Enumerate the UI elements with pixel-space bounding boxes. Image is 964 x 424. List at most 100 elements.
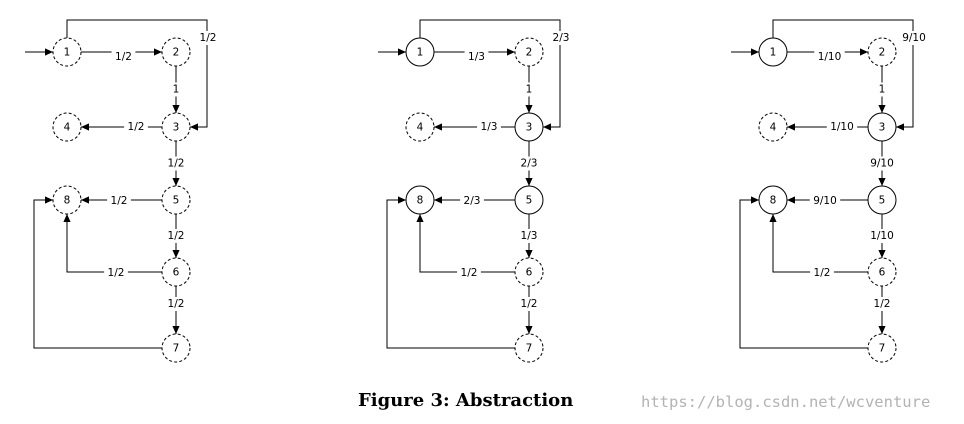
edge-label-2-3: 1 bbox=[173, 84, 180, 96]
edge-1-3 bbox=[772, 19, 914, 131]
edge-label-3-4: 1/10 bbox=[830, 121, 854, 133]
state-node-circle bbox=[52, 37, 82, 67]
state-node-circle bbox=[161, 257, 191, 287]
edge-label-5-6: 1/10 bbox=[870, 230, 894, 242]
state-node-circle bbox=[758, 185, 788, 215]
state-node-label: 2 bbox=[879, 47, 886, 59]
edge-label-background bbox=[457, 266, 481, 280]
state-node-circle bbox=[867, 333, 897, 363]
edge-label-3-4: 1/2 bbox=[128, 121, 145, 133]
state-node-5: 5 bbox=[514, 185, 544, 215]
edge-label-background bbox=[464, 50, 489, 64]
state-node-circle bbox=[867, 37, 897, 67]
state-node-circle bbox=[161, 333, 191, 363]
edge-label-3-5: 2/3 bbox=[521, 158, 538, 170]
edge-label-1-2: 1/3 bbox=[468, 51, 485, 63]
edge-label-6-7: 1/2 bbox=[521, 298, 538, 310]
state-node-circle bbox=[514, 185, 544, 215]
edge-label-background bbox=[164, 156, 188, 171]
edge-label-background bbox=[898, 31, 930, 45]
edge-6-8 bbox=[769, 214, 868, 273]
edge-label-background bbox=[111, 50, 136, 64]
state-node-label: 3 bbox=[173, 122, 180, 134]
edge-label-6-7: 1/2 bbox=[168, 298, 185, 310]
state-node-circle bbox=[867, 112, 897, 142]
state-node-circle bbox=[161, 112, 191, 142]
edge-7-8 bbox=[739, 196, 868, 349]
state-node-circle bbox=[161, 37, 191, 67]
state-node-circle bbox=[405, 112, 435, 142]
edge-label-background bbox=[460, 194, 484, 208]
state-node-label: 5 bbox=[173, 195, 180, 207]
state-node-circle bbox=[52, 185, 82, 215]
state-node-circle bbox=[514, 112, 544, 142]
state-node-circle bbox=[514, 37, 544, 67]
edge-label-6-8: 1/2 bbox=[461, 267, 478, 279]
edge-label-5-6: 1/3 bbox=[521, 230, 538, 242]
edge-label-background bbox=[876, 82, 888, 97]
edge-label-background bbox=[196, 31, 220, 45]
edge-label-background bbox=[549, 31, 573, 45]
state-node-label: 8 bbox=[417, 195, 424, 207]
state-node-label: 7 bbox=[526, 343, 533, 355]
state-node-4: 4 bbox=[52, 112, 82, 142]
edge-label-background bbox=[517, 229, 541, 243]
edge-label-background bbox=[866, 229, 898, 243]
state-node-label: 5 bbox=[526, 195, 533, 207]
state-node-4: 4 bbox=[405, 112, 435, 142]
edge-label-background bbox=[104, 266, 128, 280]
edge-6-8 bbox=[63, 214, 162, 273]
state-node-label: 4 bbox=[770, 122, 777, 134]
state-node-7: 7 bbox=[161, 333, 191, 363]
edge-label-5-6: 1/2 bbox=[168, 230, 185, 242]
state-node-label: 1 bbox=[770, 47, 777, 59]
edge-label-background bbox=[523, 82, 535, 97]
state-node-6: 6 bbox=[161, 257, 191, 287]
state-node-label: 7 bbox=[173, 343, 180, 355]
state-node-3: 3 bbox=[514, 112, 544, 142]
state-node-6: 6 bbox=[867, 257, 897, 287]
edge-label-1-3: 9/10 bbox=[902, 32, 926, 44]
edge-label-5-8: 1/2 bbox=[111, 195, 128, 207]
state-node-4: 4 bbox=[758, 112, 788, 142]
edge-label-background bbox=[814, 50, 845, 64]
state-node-circle bbox=[867, 257, 897, 287]
figure-caption: Figure 3: Abstraction bbox=[358, 390, 574, 411]
state-node-label: 1 bbox=[417, 47, 424, 59]
state-node-2: 2 bbox=[161, 37, 191, 67]
edge-label-background bbox=[809, 194, 841, 208]
state-node-label: 6 bbox=[879, 267, 886, 279]
state-node-circle bbox=[758, 37, 788, 67]
edge-7-8 bbox=[33, 196, 162, 349]
edge-label-background bbox=[107, 194, 131, 208]
state-node-8: 8 bbox=[405, 185, 435, 215]
edge-label-1-3: 2/3 bbox=[553, 32, 570, 44]
edge-label-background bbox=[164, 229, 188, 243]
edge-label-2-3: 1 bbox=[879, 84, 886, 96]
edge-label-1-2: 1/2 bbox=[115, 51, 132, 63]
state-node-1: 1 bbox=[405, 37, 435, 67]
state-node-6: 6 bbox=[514, 257, 544, 287]
edge-7-8 bbox=[386, 196, 515, 349]
state-node-circle bbox=[514, 257, 544, 287]
state-node-label: 2 bbox=[173, 47, 180, 59]
edge-label-background bbox=[164, 297, 188, 311]
state-node-circle bbox=[161, 185, 191, 215]
watermark-url: https://blog.csdn.net/wcventure bbox=[641, 393, 931, 411]
state-node-label: 8 bbox=[770, 195, 777, 207]
state-node-5: 5 bbox=[161, 185, 191, 215]
state-node-label: 1 bbox=[64, 47, 71, 59]
edge-label-1-2: 1/10 bbox=[818, 51, 842, 63]
edge-label-2-3: 1 bbox=[526, 84, 533, 96]
edge-label-1-3: 1/2 bbox=[200, 32, 217, 44]
state-node-1: 1 bbox=[52, 37, 82, 67]
state-node-label: 6 bbox=[526, 267, 533, 279]
edge-label-6-7: 1/2 bbox=[874, 298, 891, 310]
state-node-label: 4 bbox=[64, 122, 71, 134]
state-node-3: 3 bbox=[867, 112, 897, 142]
edge-label-6-8: 1/2 bbox=[108, 267, 125, 279]
state-node-circle bbox=[867, 185, 897, 215]
state-node-circle bbox=[405, 185, 435, 215]
